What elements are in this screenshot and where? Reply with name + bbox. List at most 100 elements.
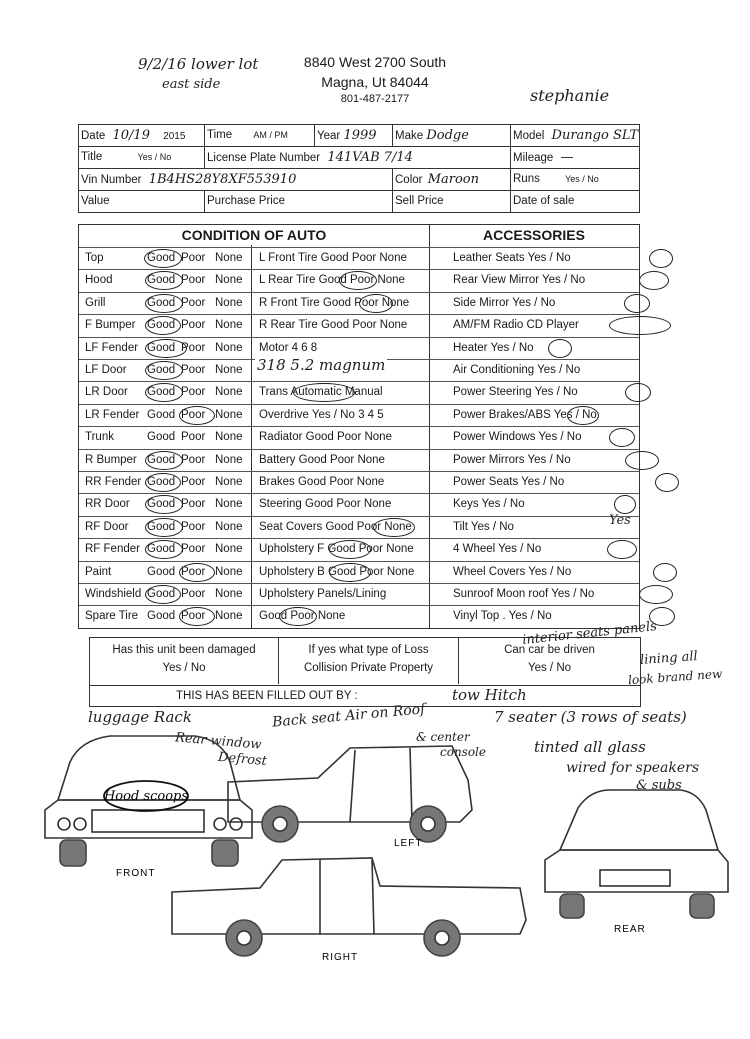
mechanical-item: Brakes Good Poor None xyxy=(259,476,385,488)
accessory-item: Wheel Covers Yes / No xyxy=(453,565,572,578)
circled-mark xyxy=(373,517,415,537)
time-label: Time xyxy=(207,129,233,141)
poor-option: Poor xyxy=(181,252,206,264)
plate-field: License Plate Number 141VAB 7/14 xyxy=(204,147,510,168)
accessories-title: ACCESSORIES xyxy=(483,227,585,243)
label-rear: REAR xyxy=(614,924,646,935)
part-label: LF Door xyxy=(85,364,127,376)
col-divider-1 xyxy=(251,245,252,628)
poor-option: Poor xyxy=(181,588,206,600)
row-divider xyxy=(79,560,639,562)
circled-mark xyxy=(145,517,183,537)
address-street: 8840 West 2700 South xyxy=(303,54,447,70)
circled-mark xyxy=(649,607,675,627)
note-luggage-rack: luggage Rack xyxy=(88,708,192,726)
part-label: Trunk xyxy=(85,431,114,444)
circled-mark xyxy=(145,361,183,380)
filled-out-by: THIS HAS BEEN FILLED OUT BY : xyxy=(90,685,640,706)
none-option: None xyxy=(215,498,243,511)
row-divider xyxy=(79,291,639,293)
accessory-item: Keys Yes / No xyxy=(453,498,525,511)
poor-option: Poor xyxy=(181,543,206,556)
accessory-item: Side Mirror Yes / No xyxy=(453,296,556,309)
none-option: None xyxy=(215,319,243,332)
mechanical-item: Battery Good Poor None xyxy=(259,453,385,466)
accessory-item: Power Windows Yes / No xyxy=(453,431,582,444)
part-label: LF Fender xyxy=(85,341,139,354)
poor-option: Poor xyxy=(181,364,206,376)
circled-mark xyxy=(145,338,187,358)
info-row-3: Vin Number 1B4HS28Y8XF553910 Color Maroo… xyxy=(79,169,639,191)
part-label: F Bumper xyxy=(85,319,136,332)
good-option: Good xyxy=(147,431,176,444)
vin-field: Vin Number 1B4HS28Y8XF553910 xyxy=(79,169,392,190)
sell-label: Sell Price xyxy=(395,195,444,207)
row-divider xyxy=(79,538,639,540)
mechanical-item: R Rear Tire Good Poor None xyxy=(259,319,408,332)
front-view-car xyxy=(44,735,253,867)
loss-type-options: Collision Private Property xyxy=(303,662,434,674)
poor-option: Poor xyxy=(181,431,206,444)
address-city: Magna, Ut 84044 xyxy=(321,74,429,90)
poor-option: Poor xyxy=(181,274,206,287)
row-divider xyxy=(79,448,639,450)
none-option: None xyxy=(215,610,243,623)
loss-type-question: If yes what type of Loss Collision Priva… xyxy=(278,638,458,684)
year-value: 1999 xyxy=(343,128,377,143)
good-option: Good xyxy=(147,565,176,578)
row-divider xyxy=(79,426,639,428)
handwritten-lot-note: 9/2/16 lower lot xyxy=(138,55,259,73)
label-right: RIGHT xyxy=(322,952,358,963)
year-label: Year xyxy=(317,130,341,142)
circled-mark xyxy=(145,585,181,604)
poor-option: Poor xyxy=(181,476,206,488)
good-option: Good xyxy=(147,610,176,623)
damage-question: Has this unit been damaged Yes / No xyxy=(90,638,278,684)
accessory-item: AM/FM Radio CD Player xyxy=(453,319,579,332)
mechanical-item: L Rear Tire Good Poor None xyxy=(259,274,405,287)
none-option: None xyxy=(215,543,243,556)
sell-field: Sell Price xyxy=(392,191,510,212)
runs-yesno: Yes / No xyxy=(565,174,599,184)
accessory-item: Power Seats Yes / No xyxy=(453,476,565,488)
date-year: 2015 xyxy=(163,131,186,142)
none-option: None xyxy=(215,252,243,264)
circled-mark xyxy=(639,585,673,604)
model-label: Model xyxy=(513,130,545,142)
row-divider xyxy=(79,583,639,584)
rear-view-car xyxy=(544,789,729,919)
circled-mark xyxy=(329,540,371,560)
part-label: RF Door xyxy=(85,520,129,533)
poor-option: Poor xyxy=(181,319,206,332)
part-label: LR Fender xyxy=(85,408,140,421)
none-option: None xyxy=(215,274,243,287)
note-brand-new: look brand new xyxy=(627,666,723,688)
title-label: Title xyxy=(81,151,103,163)
circled-mark xyxy=(653,562,677,582)
circled-mark xyxy=(639,271,669,291)
mechanical-item: L Front Tire Good Poor None xyxy=(259,252,407,264)
label-front: FRONT xyxy=(116,868,155,879)
vin-label: Vin Number xyxy=(81,174,142,186)
make-field: Make Dodge xyxy=(392,125,510,146)
runs-field: Runs Yes / No xyxy=(510,169,639,190)
circled-mark xyxy=(624,293,650,313)
accessory-item: Power Mirrors Yes / No xyxy=(453,453,571,466)
part-label: Grill xyxy=(85,296,106,309)
date-value: 10/19 xyxy=(112,128,150,143)
note-hood-scoops: Hood scoops xyxy=(103,789,188,804)
row-divider xyxy=(79,269,639,271)
note-speakers: wired for speakers xyxy=(566,760,700,776)
part-label: Spare Tire xyxy=(85,610,139,623)
none-option: None xyxy=(215,431,243,444)
